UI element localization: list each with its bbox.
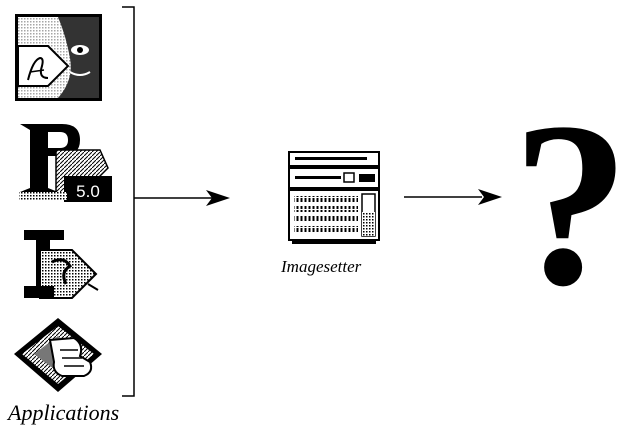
- arrow-to-question: [404, 189, 502, 205]
- imagesetter-icon: [288, 151, 380, 244]
- illustrator-app-icon: [15, 14, 102, 101]
- photoshop-app-icon: [14, 318, 102, 392]
- freehand-app-icon: [24, 230, 99, 299]
- pagemaker-version-label: 5.0: [76, 182, 100, 201]
- imagesetter-label: Imagesetter: [281, 257, 362, 276]
- pagemaker-5-app-icon: 5.0: [19, 124, 112, 202]
- arrow-to-imagesetter: [134, 190, 230, 206]
- applications-bracket: [122, 6, 135, 397]
- applications-label: Applications: [8, 400, 120, 425]
- question-mark-icon: ?: [512, 74, 626, 334]
